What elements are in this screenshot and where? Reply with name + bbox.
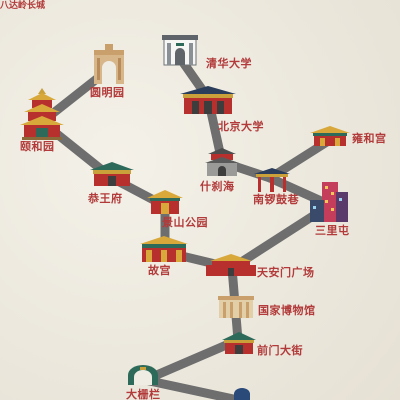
yiheyuan-label: 颐和园 (20, 140, 55, 153)
route-qianmen-dashilan (140, 335, 243, 385)
dashilan-arch-icon (128, 365, 158, 385)
yonghegong-temple-icon (310, 126, 350, 146)
tiananmen-gate-icon (206, 254, 256, 276)
route-dashilan-bottom (140, 375, 243, 400)
yuanmingyuan-ruins-icon (94, 44, 124, 84)
yonghegong-label: 雍和宫 (352, 132, 387, 145)
nanluoguxiang-archway-icon (254, 168, 290, 192)
badaling-label: 八达岭长城 (0, 1, 46, 11)
tsinghua-label: 清华大学 (206, 57, 252, 70)
jingshan-label: 景山公园 (162, 216, 208, 229)
tsinghua-gate-icon (162, 35, 198, 66)
gugong-palace-icon (140, 236, 188, 262)
qianmen-label: 前门大街 (257, 344, 303, 357)
museum-label: 国家博物馆 (258, 304, 316, 317)
tiananmen-label: 天安门广场 (257, 266, 315, 279)
jingshan-pavilion-icon (147, 190, 183, 214)
nanluoguxiang-label: 南锣鼓巷 (253, 193, 299, 206)
yiheyuan-pagoda-icon (20, 88, 64, 140)
gugong-label: 故宫 (148, 264, 171, 277)
dashilan-label: 大栅栏 (126, 388, 161, 400)
peking-gate-icon (180, 86, 236, 114)
sanlitun-buildings-icon (310, 182, 348, 222)
qianmen-gate-icon (222, 332, 256, 354)
shichahai-label: 什刹海 (200, 180, 235, 193)
sanlitun-label: 三里屯 (315, 224, 350, 237)
shichahai-tower-icon (205, 148, 239, 176)
peking-label: 北京大学 (218, 120, 264, 133)
bottom-landmark-icon (234, 388, 250, 400)
museum-building-icon (218, 296, 254, 318)
yuanmingyuan-label: 圆明园 (90, 86, 125, 99)
gongwangfu-mansion-icon (90, 162, 134, 186)
gongwangfu-label: 恭王府 (88, 192, 123, 205)
